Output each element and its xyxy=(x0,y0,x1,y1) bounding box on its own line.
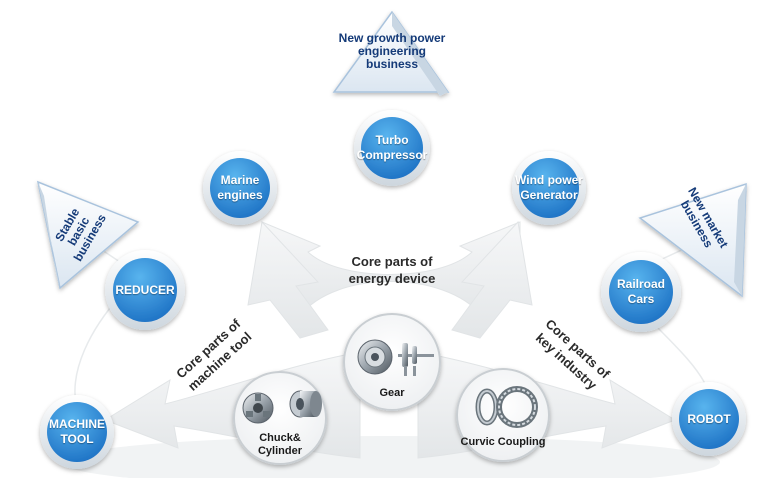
bubble-turbo-label: Turbo Compressor xyxy=(356,133,428,162)
arrow-left-up xyxy=(247,220,329,339)
bubble-wind-graphic xyxy=(512,151,586,225)
triangle-right xyxy=(638,182,747,298)
gear-disc-icon xyxy=(357,339,393,375)
bubble-marine-label: Marine engines xyxy=(217,173,263,202)
bubble-marine-graphic xyxy=(203,151,277,225)
curvic-ring-large-icon xyxy=(496,386,538,428)
chuck-icon xyxy=(242,392,274,424)
bubble-reducer-graphic xyxy=(105,250,185,330)
part-chuck-graphic xyxy=(233,371,327,465)
bubble-wind-label: Wind power Generator xyxy=(515,173,583,202)
gear-shaft-icon xyxy=(398,343,434,376)
bubble-machine-tool-label: MACHINE TOOL xyxy=(49,417,105,446)
bubble-reducer-label: REDUCER xyxy=(115,283,175,297)
bubble-robot-label: ROBOT xyxy=(687,412,731,426)
bubble-robot-graphic xyxy=(672,382,746,456)
triangle-top-label: New growth power engineering business xyxy=(338,31,446,71)
triangle-top xyxy=(332,10,450,96)
flow-label-center: Core parts of energy device xyxy=(348,254,436,286)
bubble-machine-tool-graphic xyxy=(40,395,114,469)
arrow-right-up xyxy=(451,220,533,339)
triangle-left xyxy=(36,180,140,290)
part-chuck-label: Chuck& Cylinder xyxy=(257,432,302,457)
part-curvic-label: Curvic Coupling xyxy=(460,436,546,448)
part-gear-label: Gear xyxy=(379,387,405,399)
ground-shadow xyxy=(60,436,720,478)
part-curvic-graphic xyxy=(456,368,550,462)
arrow-center-arch xyxy=(261,221,521,318)
bubble-railroad-graphic xyxy=(601,252,681,332)
bubble-railroad-label: Railroad Cars xyxy=(616,277,665,306)
bubble-turbo-graphic xyxy=(354,110,430,186)
part-gear-graphic xyxy=(343,313,441,411)
cylinder-icon xyxy=(289,390,322,418)
